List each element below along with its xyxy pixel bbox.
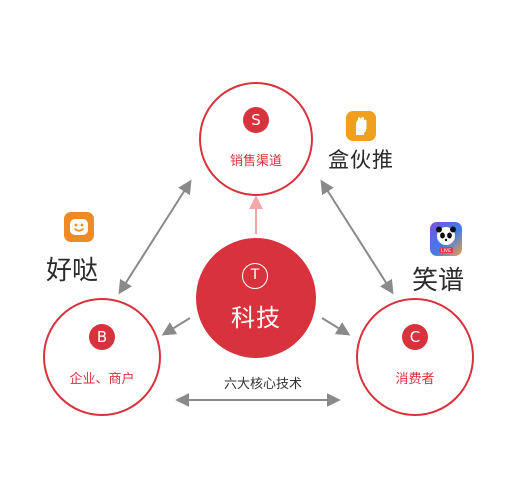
node-consumer: C 消费者 bbox=[356, 298, 474, 416]
node-c-badge: C bbox=[402, 324, 428, 350]
panda-face-icon: LIVE bbox=[436, 226, 456, 254]
node-s-label: 销售渠道 bbox=[229, 154, 282, 169]
arrow-t-c bbox=[321, 317, 351, 336]
arrow-s-c bbox=[320, 179, 394, 295]
node-enterprise-merchant: B 企业、商户 bbox=[43, 298, 161, 416]
node-s-badge: S bbox=[243, 107, 269, 133]
haoda-name: 好哒 bbox=[46, 256, 99, 286]
raised-fist-icon bbox=[356, 116, 367, 135]
node-sales-channel: S 销售渠道 bbox=[199, 82, 313, 196]
node-b-badge: B bbox=[89, 324, 115, 350]
xiaopu-live-badge: LIVE bbox=[441, 248, 451, 254]
node-t-badge: T bbox=[242, 263, 268, 289]
smiley-face-icon bbox=[70, 219, 88, 235]
arrow-t-b bbox=[161, 317, 191, 336]
core-tech-label: 六大核心技术 bbox=[223, 377, 302, 392]
haoda-logo bbox=[64, 212, 94, 242]
node-t-label: 科技 bbox=[231, 304, 281, 332]
arrow-s-b bbox=[118, 179, 192, 295]
xiaopu-name: 笑谱 bbox=[412, 266, 465, 296]
xiaopu-logo: LIVE bbox=[430, 222, 462, 256]
hehuotui-name: 盒伙推 bbox=[328, 148, 394, 172]
node-technology: T 科技 bbox=[196, 238, 316, 358]
node-c-label: 消费者 bbox=[395, 372, 435, 387]
hehuotui-logo bbox=[346, 111, 376, 141]
node-b-label: 企业、商户 bbox=[69, 372, 135, 387]
